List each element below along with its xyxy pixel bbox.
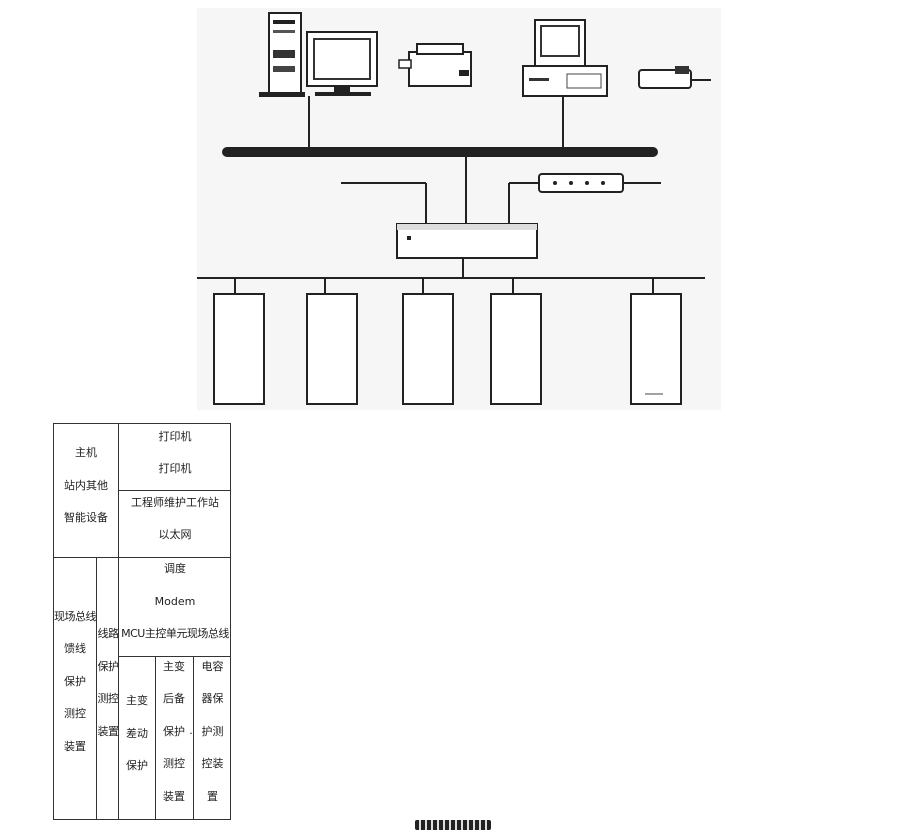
label-line: 站内其他 [64, 478, 108, 492]
label-line: 馈线 [64, 642, 86, 656]
page-scan-mark [415, 820, 491, 830]
label-line: 测控 [163, 757, 185, 771]
label-line: 差动 [126, 726, 148, 740]
label-feeder-block: 现场总线 馈线 保护 测控 装置 [52, 600, 98, 764]
label-line: 器保 [201, 692, 224, 706]
topology-drawing [197, 12, 711, 405]
table-divider [155, 657, 156, 820]
label-line: 主机 [75, 446, 97, 460]
label-line: 测控 [97, 692, 120, 705]
network-topology-diagram [197, 8, 721, 410]
label-line: 控装 [201, 757, 224, 771]
label-line: 以太网 [158, 528, 192, 541]
label-line: 调度 [164, 562, 186, 576]
label-line: 测控 [64, 707, 86, 721]
modem-icon [538, 173, 661, 193]
label-line: 电容 [201, 659, 224, 673]
label-line: 后备 [163, 692, 185, 706]
label-printer-block: 打印机 打印机 [119, 420, 231, 486]
label-line: 装置 [163, 789, 185, 803]
table-divider [118, 424, 119, 820]
label-main-backup-block: 主变 后备 保护 测控 装置 [155, 650, 193, 814]
label-line: 保护 [64, 674, 86, 688]
label-line: 打印机 [158, 462, 192, 475]
label-line: 智能设备 [64, 511, 108, 525]
label-line: 主变 [126, 694, 148, 708]
label-capacitor-block: 电容 器保 护测 控装 置 [194, 650, 231, 814]
relay-cabinet-icon [213, 278, 682, 405]
label-host-block: 主机 站内其他 智能设备 [54, 436, 118, 536]
label-main-diff-block: 主变 差动 保护 [119, 684, 155, 784]
mcu-unit-icon [396, 223, 538, 259]
label-line: 保护 [163, 724, 185, 738]
table-divider [96, 558, 97, 820]
label-mcu-block: 调度 Modem MCU主控单元现场总线 [116, 552, 234, 652]
label-line: 置 [207, 789, 218, 803]
label-line: 保护 [126, 759, 148, 773]
table-divider [54, 557, 231, 558]
label-line: 装置 [64, 739, 86, 753]
server-tower-icon [259, 12, 305, 97]
label-line: 保护 [97, 659, 120, 673]
table-divider [119, 656, 231, 657]
workstation-icon [522, 19, 608, 97]
ethernet-bus [222, 147, 658, 157]
printer-icon [398, 43, 472, 87]
label-line-protect-block: 线路 保护 测控 装置 [96, 618, 120, 748]
label-line: 现场总线 [54, 609, 97, 623]
label-line: 工程师维护工作站 [131, 495, 219, 509]
label-dot: · [187, 724, 195, 744]
label-workstation-block: 工程师维护工作站 以太网 [119, 486, 231, 552]
label-line: 主变 [163, 659, 185, 673]
label-line: 装置 [97, 724, 120, 738]
monitor-icon [306, 31, 378, 96]
small-printer-icon [638, 66, 711, 89]
label-table: 主机 站内其他 智能设备 打印机 打印机 工程师维护工作站 以太网 现场总线 馈… [53, 423, 231, 820]
label-line: Modem [154, 594, 196, 608]
label-line: 护测 [201, 724, 224, 738]
label-line: MCU主控单元现场总线 [121, 627, 229, 641]
label-line: 线路 [97, 627, 120, 640]
label-line: 打印机 [158, 429, 192, 443]
table-divider [193, 657, 194, 820]
table-divider [119, 490, 231, 491]
label-line: · [189, 727, 193, 740]
